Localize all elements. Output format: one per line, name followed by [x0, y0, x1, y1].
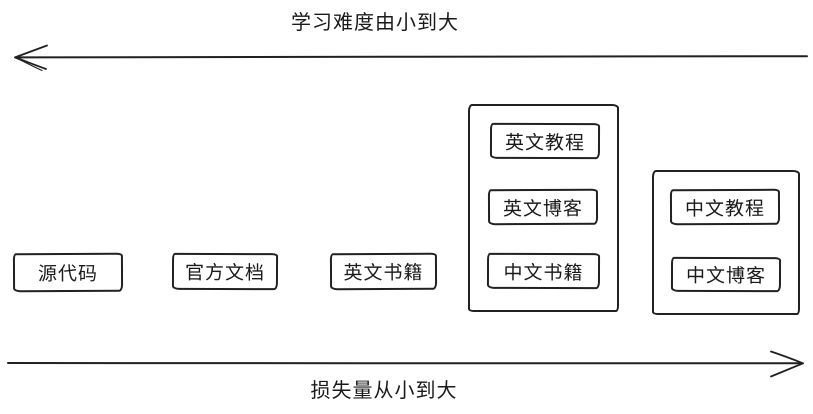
box-chinese-books: 中文书籍 [486, 252, 601, 290]
learning-difficulty-arrow-left [14, 44, 808, 72]
box-english-blogs: 英文博客 [487, 188, 599, 226]
box-official-docs: 官方文档 [171, 252, 279, 291]
loss-amount-arrow-right [7, 350, 804, 378]
box-english-tutorials: 英文教程 [489, 122, 601, 160]
box-chinese-blogs: 中文博客 [670, 256, 782, 293]
group-english-resources: 英文教程 英文博客 中文书籍 [468, 104, 619, 312]
box-source-code: 源代码 [12, 252, 124, 293]
group-chinese-resources: 中文教程 中文博客 [652, 170, 800, 315]
top-axis-label: 学习难度由小到大 [291, 12, 459, 34]
bottom-axis-label: 损失量从小到大 [310, 380, 458, 402]
box-chinese-tutorials: 中文教程 [669, 188, 781, 226]
box-english-books: 英文书籍 [329, 252, 438, 291]
